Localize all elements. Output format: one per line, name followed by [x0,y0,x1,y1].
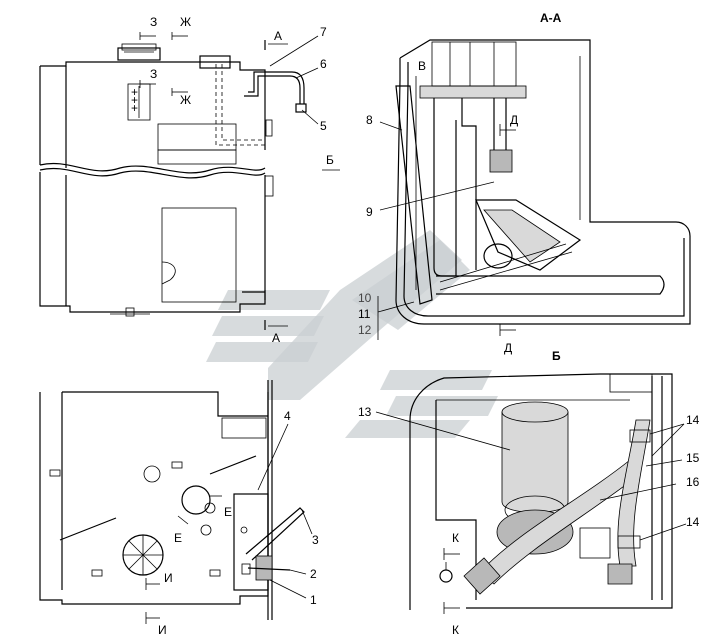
section-aa-title: А-А [540,11,562,25]
section-k-bottom: К [452,623,459,637]
section-d-bottom: Д [504,341,512,355]
view-b [375,373,687,614]
callout-16: 16 [686,475,700,489]
labels: З Ж З Ж А А Б А-А В Д Д Б К К Е Е И И 1 … [150,11,700,637]
section-zh-top: Ж [180,15,191,29]
section-d-top: Д [510,113,518,127]
section-a-a-view [377,39,691,340]
callout-1: 1 [310,593,317,607]
svg-text:+: + [131,93,138,107]
callout-13: 13 [358,405,372,419]
callout-15: 15 [686,451,700,465]
section-z-top: З [150,15,157,29]
section-z-mid: З [150,67,157,81]
view-b-arrow-label: Б [326,153,334,167]
section-e-right: Е [224,505,232,519]
top-left-view: + + + [39,32,340,330]
section-a-bottom: А [272,331,280,345]
section-zh-mid: Ж [180,93,191,107]
callout-4: 4 [284,409,291,423]
section-v-label: В [418,59,426,73]
callout-9: 9 [366,205,373,219]
callout-7: 7 [320,25,327,39]
callout-3: 3 [312,533,319,547]
svg-text:+: + [131,101,138,115]
section-i-bottom: И [158,623,167,637]
section-e-left: Е [174,531,182,545]
callout-5: 5 [320,119,327,133]
callout-10: 10 [358,291,372,305]
callout-12: 12 [358,323,372,337]
callout-8: 8 [366,113,373,127]
section-i-top: И [164,571,173,585]
callout-2: 2 [310,567,317,581]
callout-6: 6 [320,57,327,71]
callout-11: 11 [358,307,371,321]
callout-14a: 14 [686,413,700,427]
section-a-top: А [274,29,282,43]
view-b-title: Б [552,349,561,363]
section-k-top: К [452,531,459,545]
watermark-logo [206,230,498,438]
svg-text:+: + [131,85,138,99]
callout-14b: 14 [686,515,700,529]
bottom-left-view [39,380,313,624]
